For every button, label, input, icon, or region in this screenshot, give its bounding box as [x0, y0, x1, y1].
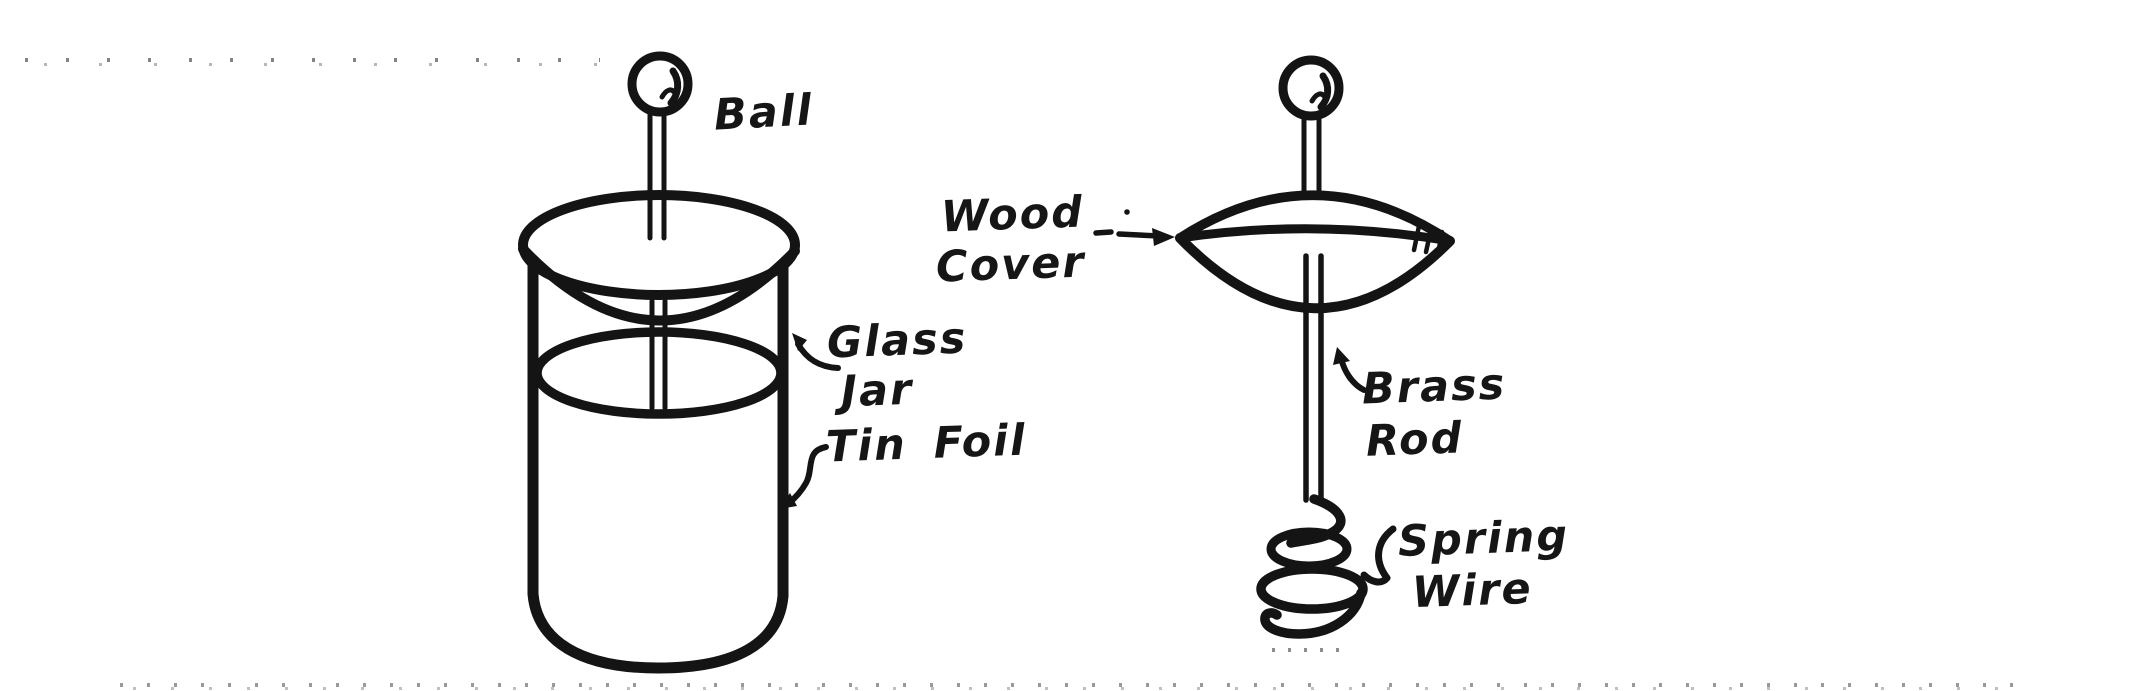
wood-cover-leader-line — [1116, 231, 1162, 239]
left-ball-highlight — [667, 67, 682, 107]
wood-cover-leader-dash — [1093, 229, 1114, 236]
left-ball-icon — [627, 51, 693, 117]
wood-cover-hatch-1 — [1411, 223, 1422, 253]
brass-rod-label-line2: Rod — [1365, 413, 1465, 467]
right-ball-highlight — [1317, 72, 1332, 111]
left-jar-assembly — [518, 51, 841, 674]
brass-rod-label-line1: Brass — [1361, 359, 1508, 415]
spring-wire-label-line1: Spring — [1397, 511, 1570, 567]
tin-foil-arrowhead — [779, 493, 797, 509]
spring-tail-curve — [1260, 588, 1366, 639]
wood-cover-label-line1: Wood — [940, 187, 1085, 243]
tin-foil-top-edge-ellipse — [532, 327, 786, 419]
glass-jar-label-line1: Glass — [826, 313, 969, 369]
ball-label: Ball — [712, 85, 815, 141]
right-parts-assembly — [1093, 55, 1455, 639]
left-ball-highlight-hook — [659, 87, 677, 100]
wood-cover-hatch-3 — [1435, 229, 1445, 257]
wood-cover-bottom-arc — [1175, 233, 1455, 314]
glass-jar-arrowhead — [792, 333, 807, 351]
tin-foil-label: Tin Foil — [825, 415, 1028, 473]
wood-cover-hatch-2 — [1423, 226, 1434, 255]
spring-wire-label-line2: Wire — [1411, 563, 1534, 619]
right-ball-highlight-hook — [1309, 91, 1327, 104]
brass-rod-arrowhead — [1333, 347, 1350, 365]
spring-wire-leader-curve — [1360, 525, 1397, 586]
jar-body-outline — [527, 260, 789, 674]
tin-foil-leader-line — [785, 444, 829, 507]
wood-cover-inner-arc — [1175, 224, 1455, 246]
wood-cover-top-arc — [1175, 190, 1455, 246]
spring-lower-loop — [1256, 564, 1368, 614]
right-ball-icon — [1278, 55, 1344, 121]
wood-cover-stray-dot — [1124, 209, 1130, 215]
wood-cover-arrowhead — [1152, 228, 1175, 246]
wood-cover-label-line2: Cover — [935, 237, 1087, 293]
glass-jar-label-line2: Jar — [840, 364, 915, 418]
jar-lid-rim-bottom-arc — [518, 244, 800, 326]
